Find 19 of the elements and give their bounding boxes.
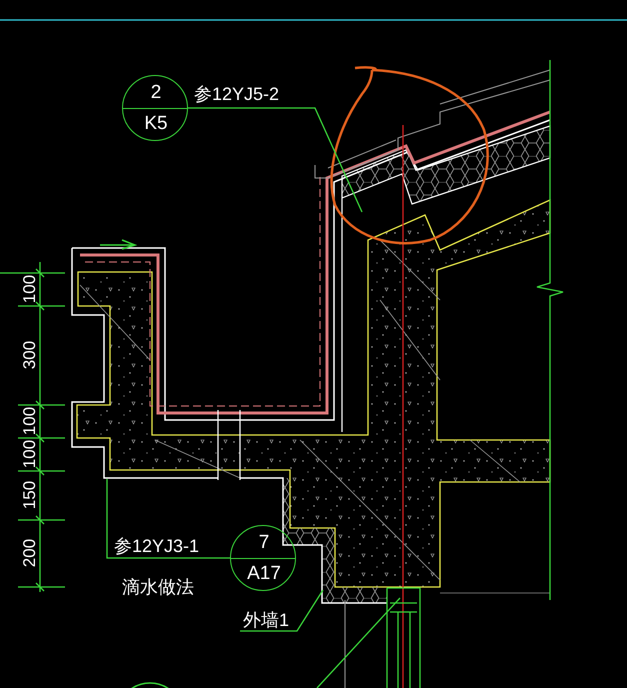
leader-line [106,479,230,559]
dimension-text: 100 [21,274,40,304]
leader-line [240,590,324,632]
dimension-text: 150 [21,480,40,510]
reference-text: 参12YJ3-1 [114,536,200,556]
reference-text: 参12YJ5-2 [194,84,280,104]
callout-text: 外墙1 [243,610,290,630]
dimension-text: 100 [21,406,40,436]
leader-line [188,107,363,212]
note-text: 滴水做法 [122,577,194,597]
detail-number: 7 [258,532,270,554]
sheet-number: A17 [246,563,282,585]
sheet-number: K5 [143,113,169,135]
dimension-text: 200 [21,538,40,568]
detail-number: 2 [150,82,162,104]
dimension-text: 100 [21,440,40,468]
detail-bubble [122,75,188,141]
dimension-text: 300 [21,340,40,370]
detail-bubble [230,525,296,591]
